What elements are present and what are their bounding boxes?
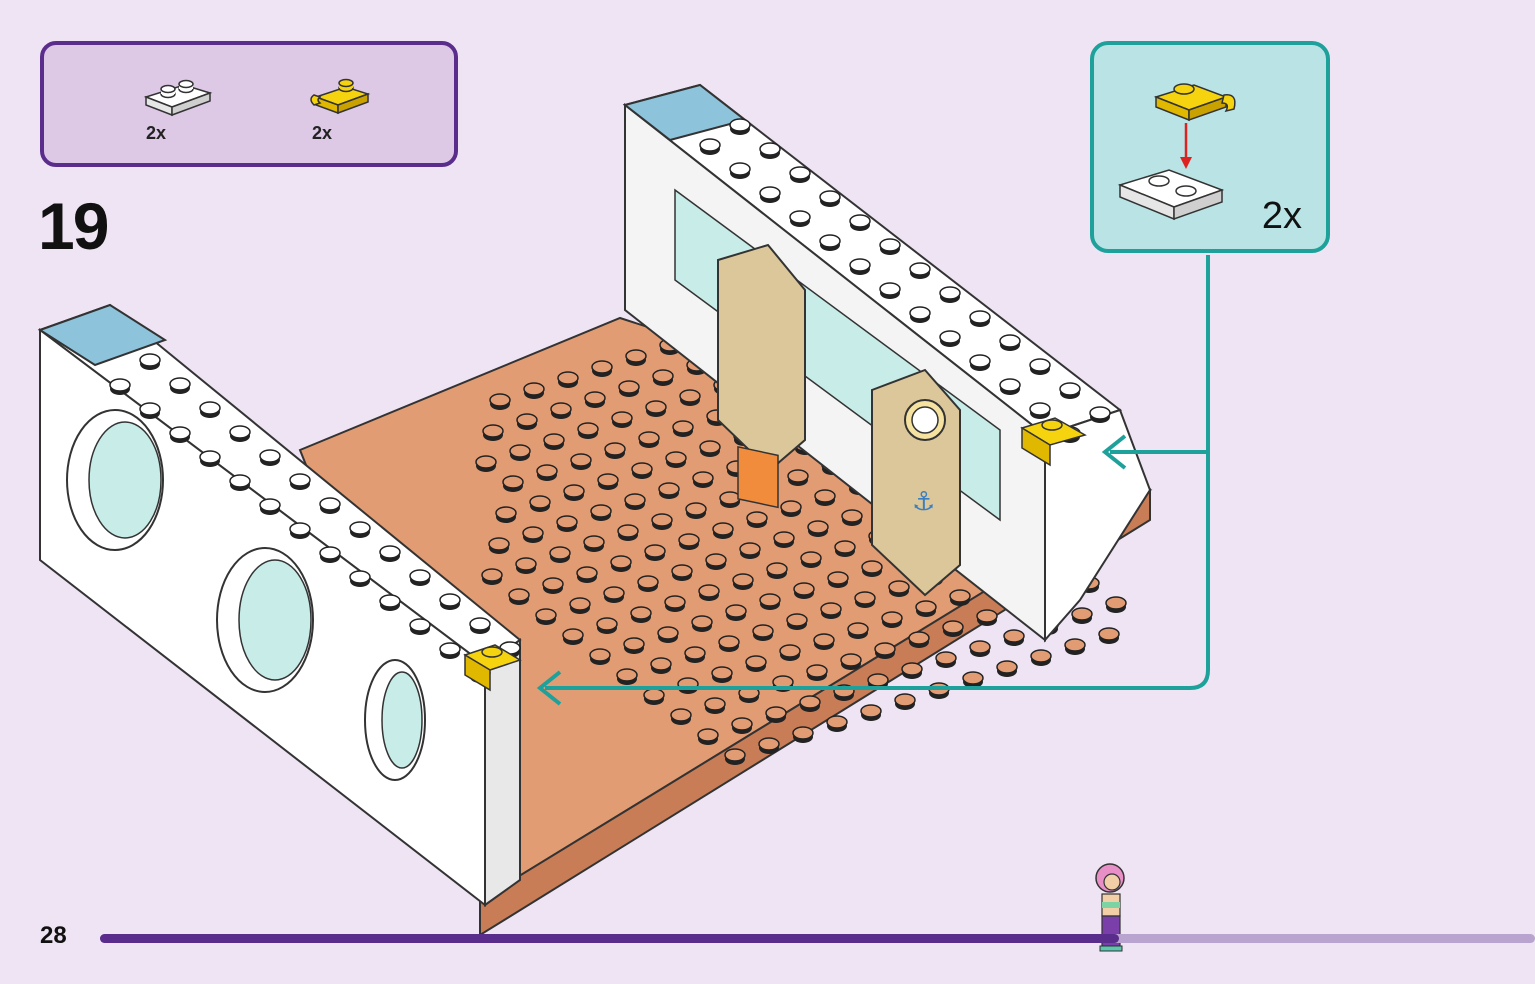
progress-bar — [100, 934, 1535, 943]
page-number: 28 — [40, 922, 67, 949]
poster-panel-left — [717, 243, 806, 472]
subassembly-illustration — [1117, 83, 1236, 221]
progress-bar-fill — [100, 934, 1119, 943]
arrow-right-icon — [1101, 434, 1127, 470]
part-qty: 2x — [146, 123, 167, 143]
yellow-clip-plate-icon — [310, 78, 371, 115]
part-white-plate: 2x — [140, 75, 230, 155]
part-qty: 2x — [312, 123, 333, 143]
step-number: 19 — [38, 189, 109, 263]
arrow-left-icon — [536, 670, 562, 706]
subassembly-multiplier: 2x — [1261, 195, 1302, 237]
white-plate-icon — [143, 79, 213, 117]
clip-left-placed — [463, 644, 522, 692]
part-yellow-clip: 2x — [306, 75, 396, 155]
callout-connector-line — [545, 255, 1210, 690]
back-wall-studs — [699, 118, 1111, 443]
subassembly-callout: 2x — [1090, 41, 1330, 253]
anchor-icon: ⚓ — [912, 487, 935, 517]
left-wall-studs — [109, 353, 521, 683]
clip-right-placed — [1020, 417, 1087, 467]
parts-list-box: 2x 2x — [40, 41, 458, 167]
